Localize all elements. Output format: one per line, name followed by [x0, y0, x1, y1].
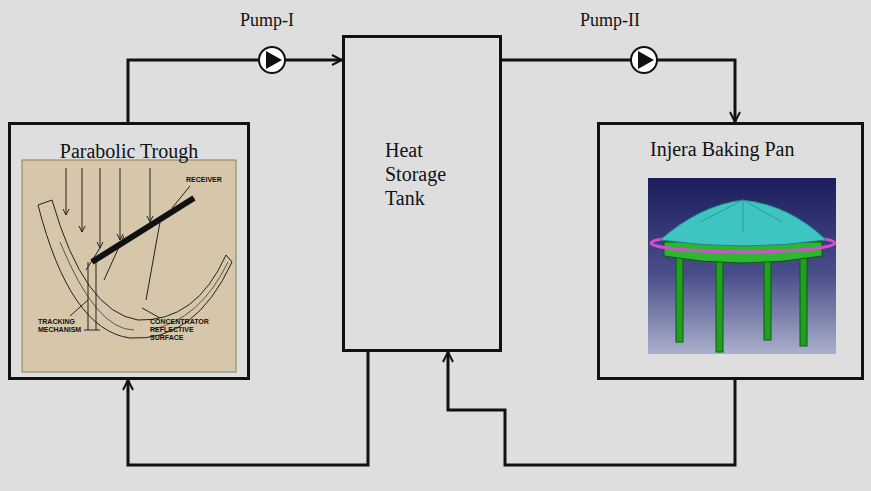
node-title: Parabolic Trough: [19, 139, 239, 163]
collector-box: Parabolic Trough: [8, 122, 250, 380]
flow-pipe: [128, 60, 342, 122]
pump-symbol: [631, 47, 657, 73]
pump-label: Pump-II: [580, 10, 640, 31]
part-label: CONCENTRATOR REFLECTIVE SURFACE: [150, 318, 222, 342]
node-title: Heat Storage Tank: [385, 138, 465, 210]
part-label: RECEIVER: [186, 176, 222, 184]
pump-label: Pump-I: [240, 10, 294, 31]
node-title: Injera Baking Pan: [650, 137, 853, 161]
part-label: TRACKING MECHANISM: [38, 318, 84, 334]
pump-symbol: [259, 47, 285, 73]
flow-pipe: [502, 60, 735, 122]
baking-pan-box: Injera Baking Pan: [597, 122, 864, 380]
trough-illustration: [22, 160, 236, 372]
baking-pan-illustration: [648, 178, 836, 354]
storage-tank: Heat Storage Tank: [342, 35, 502, 352]
flow-pipe: [448, 352, 735, 465]
